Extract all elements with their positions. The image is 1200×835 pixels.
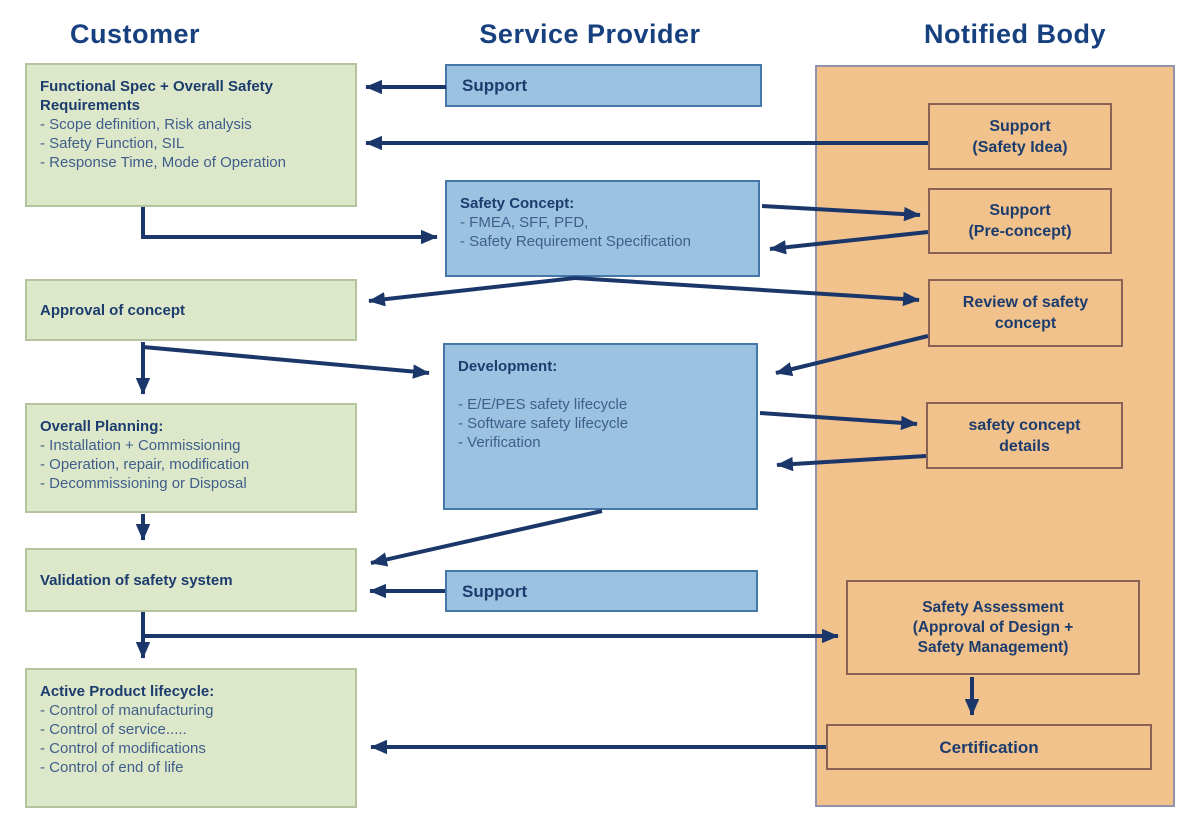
active-product-item: - Control of manufacturing bbox=[40, 702, 214, 719]
approval-of-concept-box: Approval of concept bbox=[25, 279, 357, 341]
development-item: - E/E/PES safety lifecycle bbox=[458, 396, 628, 413]
safety-concept-details-line: details bbox=[999, 437, 1050, 455]
overall-planning-item: - Decommissioning or Disposal bbox=[40, 475, 247, 492]
arrow-functional-spec-to-safety-concept bbox=[141, 207, 438, 245]
arrow-development-to-validation bbox=[370, 509, 603, 567]
customer-column-header: Customer bbox=[69, 18, 201, 49]
overall-planning-item: - Installation + Commissioning bbox=[40, 437, 241, 454]
active-product-title: Active Product lifecycle: bbox=[40, 683, 215, 700]
safety-assessment-line: Safety Management) bbox=[917, 638, 1069, 656]
overall-planning-item: - Operation, repair, modification bbox=[40, 456, 250, 473]
overall-planning-title: Overall Planning: bbox=[40, 418, 164, 435]
validation-box: Validation of safety system bbox=[25, 548, 357, 612]
support-pre-concept-box: Support (Pre-concept) bbox=[928, 188, 1112, 254]
safety-concept-item: - Safety Requirement Specification bbox=[460, 233, 691, 250]
safety-assessment-box: Safety Assessment (Approval of Design + … bbox=[846, 580, 1140, 675]
functional-spec-item: - Safety Function, SIL bbox=[40, 135, 185, 152]
approval-of-concept-title: Approval of concept bbox=[40, 301, 186, 319]
arrow-approval-to-development bbox=[142, 345, 430, 379]
notified-body-column-header: Notified Body bbox=[924, 18, 1106, 49]
safety-concept-title: Safety Concept: bbox=[460, 195, 575, 212]
service-provider-column-header: Service Provider bbox=[479, 18, 701, 49]
support-safety-idea-line: (Safety Idea) bbox=[972, 138, 1068, 156]
arrow-safety-concept-to-approval bbox=[368, 276, 576, 307]
overall-planning-box: Overall Planning: - Installation + Commi… bbox=[25, 403, 357, 513]
support-pre-concept-line: Support bbox=[989, 202, 1051, 219]
support-pre-concept-line: (Pre-concept) bbox=[968, 223, 1072, 240]
functional-spec-item: - Scope definition, Risk analysis bbox=[40, 116, 252, 133]
active-product-item: - Control of end of life bbox=[40, 759, 184, 776]
safety-assessment-line: (Approval of Design + bbox=[912, 618, 1074, 636]
development-title: Development: bbox=[458, 358, 558, 375]
development-item: - Verification bbox=[458, 434, 541, 451]
support-safety-idea-line: Support bbox=[989, 117, 1051, 135]
active-product-item: - Control of modifications bbox=[40, 740, 206, 757]
functional-spec-item: - Response Time, Mode of Operation bbox=[40, 154, 286, 171]
development-item: - Software safety lifecycle bbox=[458, 415, 629, 432]
certification-box: Certification bbox=[826, 724, 1152, 770]
review-safety-concept-box: Review of safety concept bbox=[928, 279, 1123, 347]
development-box: Development: - E/E/PES safety lifecycle … bbox=[443, 343, 758, 510]
safety-concept-box: Safety Concept: - FMEA, SFF, PFD, - Safe… bbox=[445, 180, 760, 277]
support-bottom-label: Support bbox=[462, 581, 528, 601]
active-product-item: - Control of service..... bbox=[40, 721, 187, 738]
support-bottom-box: Support bbox=[445, 570, 758, 612]
functional-spec-box: Functional Spec + Overall Safety Require… bbox=[25, 63, 357, 207]
active-product-lifecycle-box: Active Product lifecycle: - Control of m… bbox=[25, 668, 357, 808]
safety-concept-details-line: safety concept bbox=[968, 416, 1081, 434]
support-top-box: Support bbox=[445, 64, 762, 107]
certification-label: Certification bbox=[939, 737, 1039, 757]
review-safety-concept-line: Review of safety bbox=[962, 294, 1089, 311]
safety-concept-details-box: safety concept details bbox=[926, 402, 1123, 469]
review-safety-concept-line: concept bbox=[994, 315, 1057, 332]
functional-spec-title: Functional Spec + Overall Safety Require… bbox=[40, 78, 273, 114]
spacer bbox=[458, 376, 748, 395]
support-top-label: Support bbox=[462, 76, 528, 95]
safety-assessment-line: Safety Assessment bbox=[922, 598, 1064, 616]
safety-concept-item: - FMEA, SFF, PFD, bbox=[460, 214, 589, 231]
validation-title: Validation of safety system bbox=[40, 571, 233, 589]
support-safety-idea-box: Support (Safety Idea) bbox=[928, 103, 1112, 170]
